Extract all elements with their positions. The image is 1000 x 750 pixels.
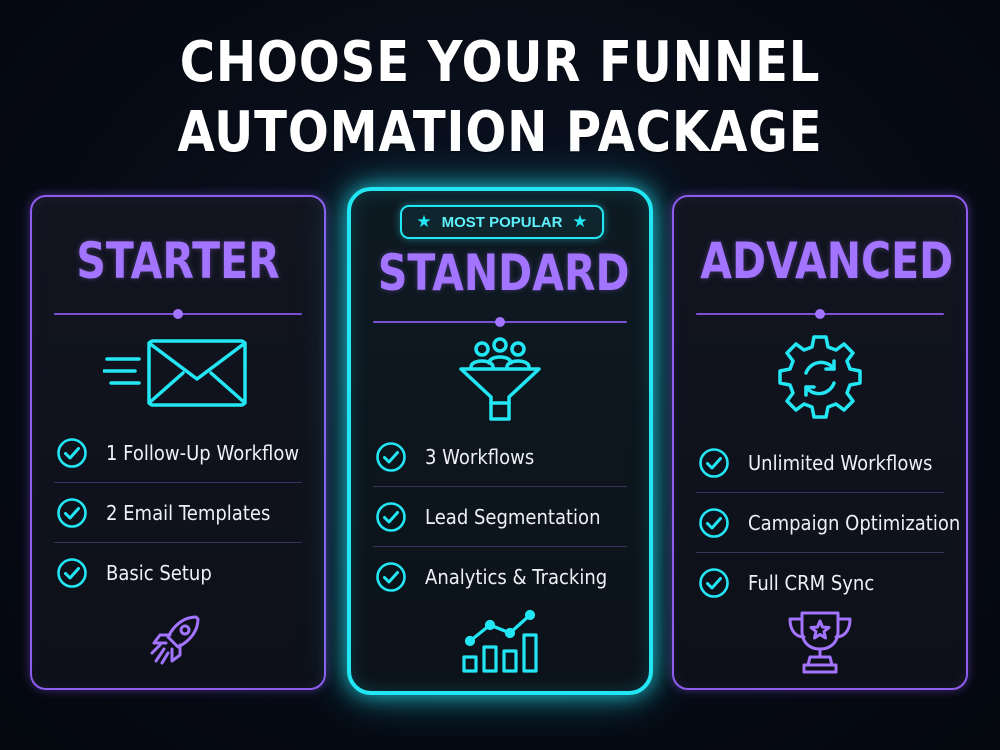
feature-label: Basic Setup — [106, 561, 212, 585]
package-name: STANDARD — [377, 244, 630, 302]
check-circle-icon — [699, 447, 729, 478]
check-circle-icon — [376, 562, 406, 592]
feature-list: 1 Follow-Up Workflow 2 Email Templates B… — [54, 423, 302, 603]
list-item: Basic Setup — [54, 543, 302, 603]
feature-label: Analytics & Tracking — [425, 565, 608, 589]
card-divider — [54, 309, 302, 319]
list-item: Analytics & Tracking — [373, 547, 627, 607]
star-icon: ★ — [416, 212, 432, 231]
list-item: Campaign Optimization — [696, 493, 960, 553]
package-card-standard[interactable]: ★ MOST POPULAR ★ STANDARD 3 Workflow — [347, 187, 653, 695]
list-item: Full CRM Sync — [696, 553, 944, 613]
feature-label: Lead Segmentation — [425, 504, 601, 529]
rocket-icon — [32, 609, 324, 669]
feature-list: 3 Workflows Lead Segmentation Analytics … — [373, 427, 627, 607]
card-divider — [696, 309, 944, 319]
feature-label: Unlimited Workflows — [748, 450, 933, 475]
check-circle-icon — [699, 507, 729, 538]
check-circle-icon — [699, 568, 729, 598]
feature-label: Full CRM Sync — [748, 571, 875, 595]
package-name: STARTER — [76, 232, 280, 290]
page-headline: CHOOSE YOUR FUNNEL AUTOMATION PACKAGE — [70, 28, 930, 168]
check-circle-icon — [376, 501, 406, 532]
check-circle-icon — [376, 441, 406, 472]
package-card-advanced[interactable]: ADVANCED Unlimited Workflows — [672, 195, 968, 690]
list-item: Lead Segmentation — [373, 487, 627, 547]
headline-line-2: AUTOMATION PACKAGE — [177, 100, 823, 165]
feature-label: Campaign Optimization — [748, 510, 961, 535]
package-card-starter[interactable]: STARTER 1 Follow-Up Workflow — [30, 195, 326, 690]
feature-label: 3 Workflows — [425, 444, 535, 469]
trophy-icon — [674, 609, 966, 675]
envelope-icon — [32, 335, 324, 411]
gear-sync-icon — [674, 331, 966, 427]
package-name: ADVANCED — [700, 232, 954, 290]
feature-label: 2 Email Templates — [106, 500, 271, 525]
check-circle-icon — [57, 558, 87, 588]
star-icon: ★ — [572, 212, 588, 231]
card-divider — [373, 317, 627, 327]
funnel-people-icon — [351, 335, 649, 425]
check-circle-icon — [57, 437, 87, 468]
most-popular-badge: ★ MOST POPULAR ★ — [400, 205, 604, 239]
feature-label: 1 Follow-Up Workflow — [106, 440, 300, 465]
list-item: Unlimited Workflows — [696, 433, 944, 493]
check-circle-icon — [57, 497, 87, 528]
list-item: 3 Workflows — [373, 427, 627, 487]
list-item: 1 Follow-Up Workflow — [54, 423, 302, 483]
badge-label: MOST POPULAR — [441, 213, 563, 231]
headline-line-1: CHOOSE YOUR FUNNEL — [179, 30, 821, 95]
growth-chart-icon — [351, 607, 649, 675]
list-item: 2 Email Templates — [54, 483, 302, 543]
feature-list: Unlimited Workflows Campaign Optimizatio… — [696, 433, 960, 613]
